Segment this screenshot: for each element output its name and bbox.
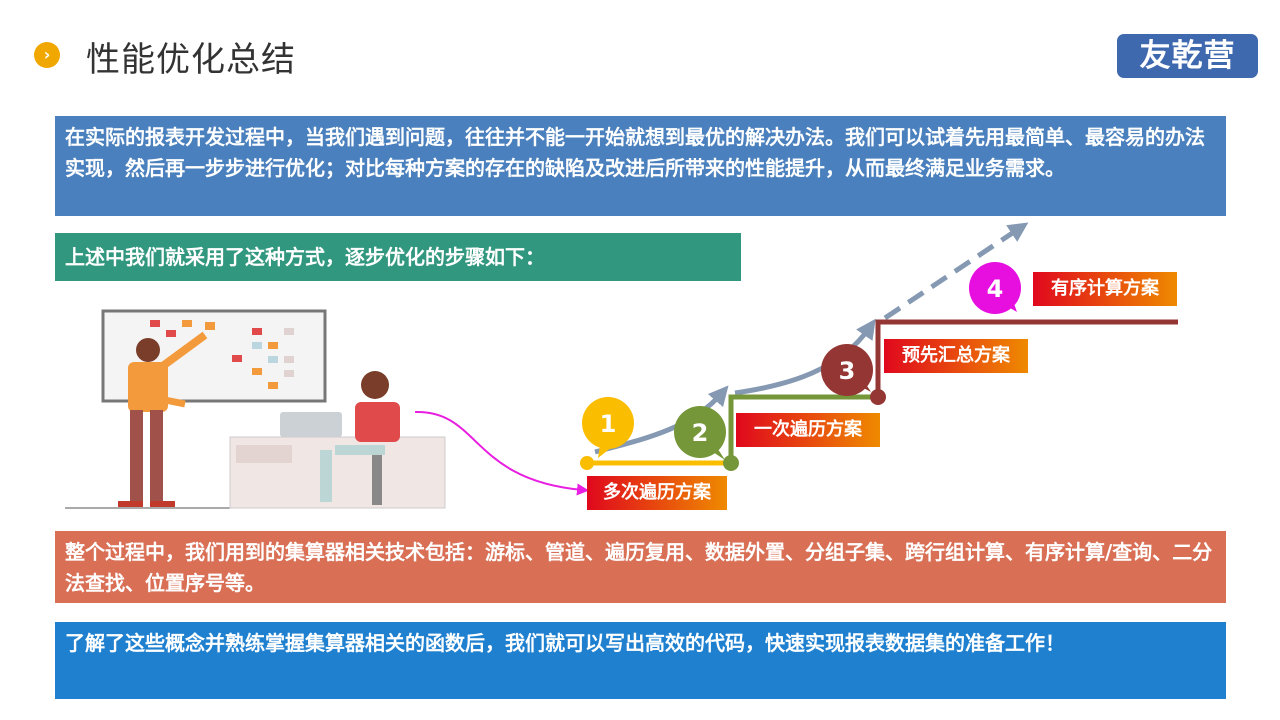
steps-heading: 上述中我们就采用了这种方式，逐步优化的步骤如下： bbox=[55, 233, 741, 281]
flow-arrow bbox=[414, 410, 589, 496]
step-label-2: 一次遍历方案 bbox=[736, 413, 880, 447]
intro-paragraph: 在实际的报表开发过程中，当我们遇到问题，往往并不能一开始就想到最优的解决办法。我… bbox=[55, 116, 1226, 216]
svg-text:1: 1 bbox=[600, 410, 617, 438]
step-bubble-2: 2 bbox=[674, 406, 726, 460]
step-bubble-3: 3 bbox=[821, 344, 873, 396]
page-title: 性能优化总结 bbox=[86, 40, 296, 80]
chevron-right-icon: › bbox=[34, 42, 60, 68]
step-bubble-4: 4 bbox=[969, 262, 1021, 314]
illustration bbox=[65, 309, 446, 509]
svg-text:4: 4 bbox=[987, 275, 1004, 303]
conclusion-paragraph: 了解了这些概念并熟练掌握集算器相关的函数后，我们就可以写出高效的代码，快速实现报… bbox=[55, 622, 1226, 699]
techniques-paragraph: 整个过程中，我们用到的集算器相关技术包括：游标、管道、遍历复用、数据外置、分组子… bbox=[55, 531, 1226, 603]
step-bubble-1: 1 bbox=[582, 397, 634, 458]
step-label-4: 有序计算方案 bbox=[1033, 272, 1177, 306]
logo: 友乾营 bbox=[1117, 34, 1258, 78]
svg-text:2: 2 bbox=[692, 419, 709, 447]
step-label-1: 多次遍历方案 bbox=[587, 476, 727, 510]
step-label-3: 预先汇总方案 bbox=[884, 339, 1028, 373]
svg-text:3: 3 bbox=[839, 357, 856, 385]
